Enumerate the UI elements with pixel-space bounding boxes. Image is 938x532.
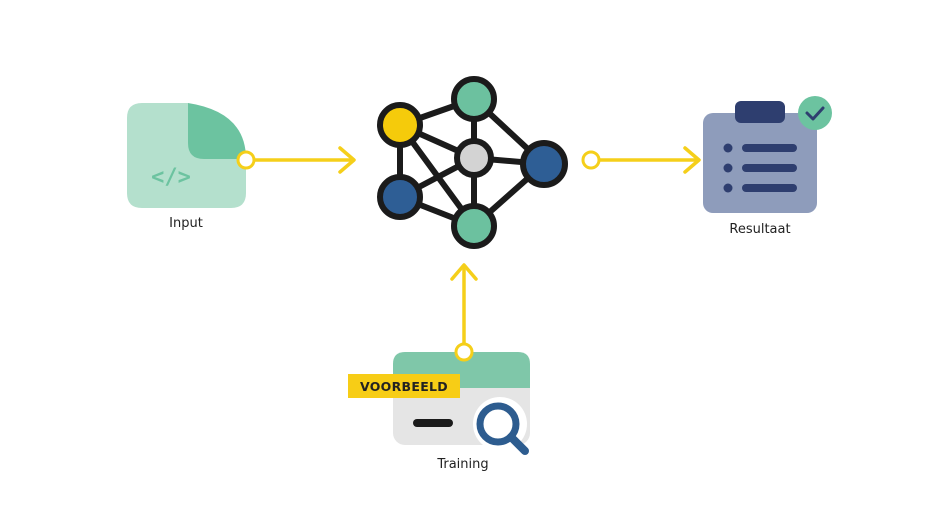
output-label: Resultaat — [729, 222, 790, 237]
text-line — [413, 419, 453, 427]
network-node — [377, 174, 423, 220]
arrowhead-icon — [450, 263, 478, 281]
connector-port-icon — [236, 150, 256, 170]
connector-training-to-model — [450, 263, 478, 345]
network-node — [451, 203, 497, 249]
neural-network-icon — [377, 76, 568, 249]
network-node — [454, 138, 494, 178]
check-badge — [798, 96, 832, 130]
example-badge-label: VOORBEELD — [360, 379, 448, 394]
input-node: </> Input — [127, 103, 246, 231]
connector-port-icon — [454, 342, 474, 362]
clipboard-check-icon — [703, 96, 832, 213]
network-node — [451, 76, 497, 122]
connector-input-to-model — [236, 146, 356, 174]
code-file-icon: </> — [127, 103, 246, 208]
training-label: Training — [436, 457, 488, 472]
input-label: Input — [169, 216, 203, 231]
training-node: VOORBEELD Training — [348, 342, 530, 472]
connector-port-icon — [581, 150, 601, 170]
network-node — [377, 102, 423, 148]
code-glyph: </> — [151, 165, 191, 190]
output-node: Resultaat — [703, 96, 832, 237]
arrowhead-icon — [338, 146, 356, 174]
example-badge — [348, 374, 460, 398]
network-node — [520, 140, 568, 188]
arrowhead-icon — [683, 146, 701, 174]
connector-model-to-output — [581, 146, 701, 174]
magnifier-icon — [473, 397, 529, 455]
check-icon — [805, 106, 825, 121]
